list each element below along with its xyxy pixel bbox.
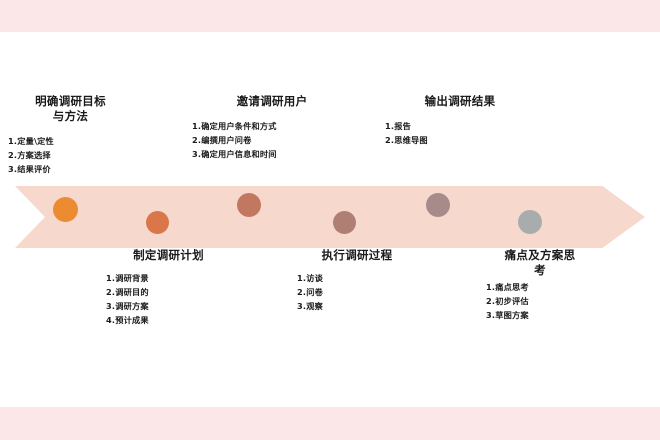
milestone-dot (52, 196, 78, 222)
step-title: 执行调研过程 (321, 248, 393, 262)
step-items: 1.定量\定性 2.方案选择 3.结果评价 (8, 134, 133, 176)
process-timeline-arrow (15, 186, 645, 248)
milestone-dot (518, 210, 542, 234)
step-title: 明确调研目标 与方法 (35, 94, 106, 123)
milestone-dot (237, 193, 261, 217)
step-item: 2.方案选择 (8, 150, 51, 160)
step-item: 2.调研目的 (106, 287, 149, 297)
bottom-decorative-band (0, 407, 660, 440)
step-item: 4.预计成果 (106, 315, 149, 325)
step-item: 2.编撰用户问卷 (192, 135, 252, 145)
step-block-3: 邀请调研用户 1.确定用户条件和方式 2.编撰用户问卷 3.确定用户信息和时间 (192, 94, 352, 161)
step-items: 1.调研背景 2.调研目的 3.调研方案 4.预计成果 (96, 271, 241, 327)
step-item: 1.调研背景 (106, 273, 149, 283)
step-item: 2.初步评估 (486, 296, 529, 306)
step-title: 邀请调研用户 (236, 94, 308, 108)
step-item: 3.观察 (297, 301, 323, 311)
milestone-dot (145, 210, 169, 234)
step-items: 1.报告 2.思维导图 (385, 119, 535, 147)
step-items: 1.痛点思考 2.初步评估 3.草图方案 (470, 280, 610, 322)
step-title: 痛点及方案思 考 (504, 248, 576, 277)
step-item: 2.思维导图 (385, 135, 428, 145)
step-item: 1.报告 (385, 121, 411, 131)
step-item: 3.确定用户信息和时间 (192, 149, 277, 159)
step-item: 3.调研方案 (106, 301, 149, 311)
step-block-6: 痛点及方案思 考 1.痛点思考 2.初步评估 3.草图方案 (470, 248, 610, 322)
step-item: 3.草图方案 (486, 310, 529, 320)
step-item: 1.定量\定性 (8, 136, 54, 146)
top-decorative-band (0, 0, 660, 32)
step-item: 2.问卷 (297, 287, 323, 297)
milestone-dot (426, 193, 450, 217)
milestone-dot (332, 210, 356, 234)
step-block-4: 执行调研过程 1.访谈 2.问卷 3.观察 (287, 248, 427, 313)
step-block-1: 明确调研目标 与方法 1.定量\定性 2.方案选择 3.结果评价 (8, 94, 133, 176)
step-block-5: 输出调研结果 1.报告 2.思维导图 (385, 94, 535, 147)
step-block-2: 制定调研计划 1.调研背景 2.调研目的 3.调研方案 4.预计成果 (96, 248, 241, 327)
step-title: 输出调研结果 (424, 94, 496, 108)
step-item: 1.痛点思考 (486, 282, 529, 292)
step-items: 1.确定用户条件和方式 2.编撰用户问卷 3.确定用户信息和时间 (192, 119, 352, 161)
step-item: 1.访谈 (297, 273, 323, 283)
step-item: 3.结果评价 (8, 164, 51, 174)
step-title: 制定调研计划 (133, 248, 204, 262)
step-items: 1.访谈 2.问卷 3.观察 (287, 271, 427, 313)
step-item: 1.确定用户条件和方式 (192, 121, 277, 131)
